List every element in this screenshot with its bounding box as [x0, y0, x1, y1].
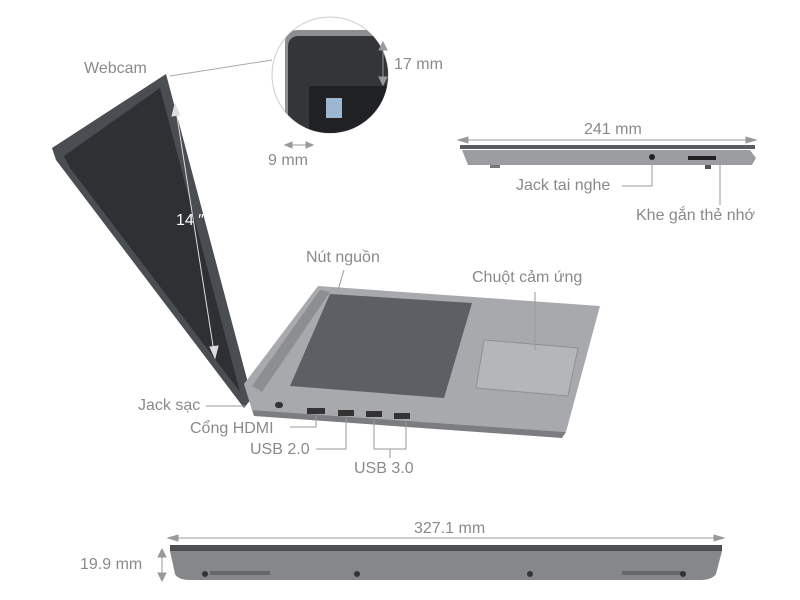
laptop-base [244, 286, 600, 438]
bezel-top-label: 17 mm [394, 56, 443, 73]
side-view [456, 136, 758, 169]
bezel-zoom-inset [169, 16, 389, 134]
width-label: 327.1 mm [414, 520, 486, 537]
front-view [157, 534, 726, 583]
hdmi-port [307, 408, 325, 414]
usb3-label: USB 3.0 [354, 460, 414, 477]
hdmi-port-label: Cổng HDMI [190, 420, 274, 437]
headphone-jack-label: Jack tai nghe [516, 177, 611, 194]
width-thickness-arrows [157, 534, 726, 583]
touchpad-label: Chuột cảm ứng [472, 269, 583, 286]
charging-port [275, 402, 283, 408]
webcam-label: Webcam [84, 60, 147, 77]
keyboard [290, 294, 472, 398]
depth-dimension-arrow [456, 136, 758, 144]
screen-size-label: 14 ″ [176, 212, 204, 229]
recycle-bin-icon [326, 98, 342, 118]
usb3-port [394, 413, 410, 419]
card-slot [688, 156, 716, 160]
screen-diagonal-arrow [171, 102, 219, 360]
bezel-side-label: 9 mm [268, 152, 308, 169]
laptop-lid [52, 74, 252, 408]
power-button-label: Nút nguồn [306, 249, 380, 266]
usb3-port [366, 411, 382, 417]
usb2-port [338, 410, 354, 416]
usb2-label: USB 2.0 [250, 441, 310, 458]
card-slot-label: Khe gắn thẻ nhớ [636, 207, 756, 224]
headphone-jack [649, 154, 655, 160]
bezel-dimension-arrows [283, 40, 388, 149]
thickness-label: 19.9 mm [80, 556, 143, 573]
charging-jack-label: Jack sạc [138, 397, 201, 414]
leader-lines [206, 158, 721, 458]
depth-label: 241 mm [584, 121, 642, 138]
touchpad [475, 339, 579, 397]
